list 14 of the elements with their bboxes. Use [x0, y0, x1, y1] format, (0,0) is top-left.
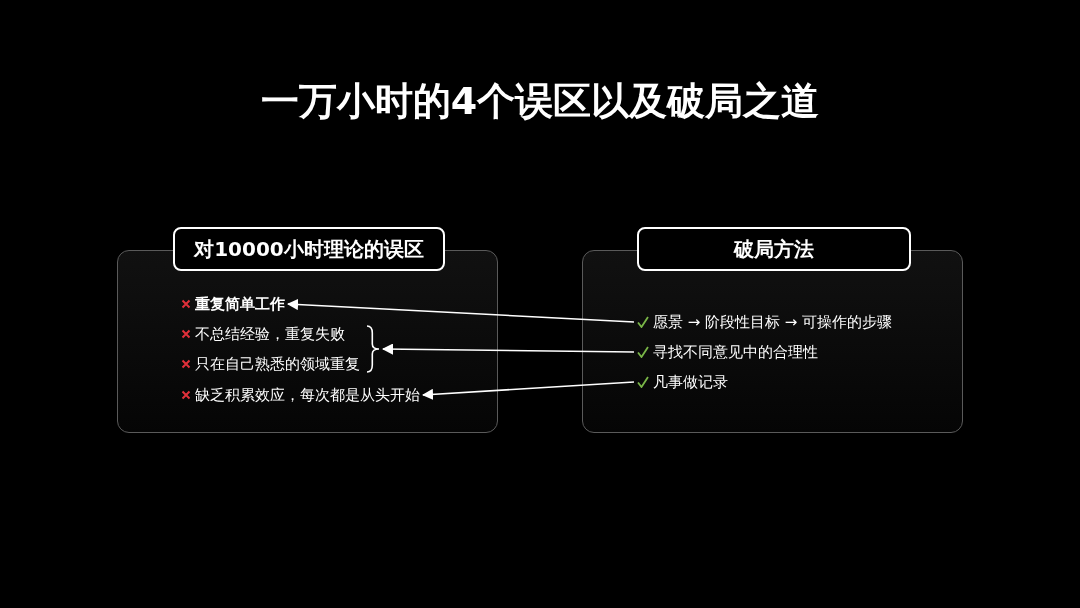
list-item-text: 寻找不同意见中的合理性 — [653, 343, 818, 361]
list-item-text: 只在自己熟悉的领域重复 — [195, 355, 360, 373]
list-item-text: 重复简单工作 — [195, 295, 285, 313]
brace — [366, 325, 380, 373]
list-item-text: 缺乏积累效应，每次都是从头开始 — [195, 386, 420, 404]
list-item-text: 凡事做记录 — [653, 373, 728, 391]
arrow — [286, 298, 635, 323]
arrow — [421, 381, 635, 400]
list-item-text: 不总结经验，重复失败 — [195, 325, 345, 343]
heading-tab: 对10000小时理论的误区 — [173, 227, 445, 271]
heading-tab: 破局方法 — [637, 227, 911, 271]
arrow — [381, 343, 635, 355]
title: 一万小时的4个误区以及破局之道 — [259, 78, 821, 125]
list-item-text: 愿景 → 阶段性目标 → 可操作的步骤 — [653, 313, 893, 331]
